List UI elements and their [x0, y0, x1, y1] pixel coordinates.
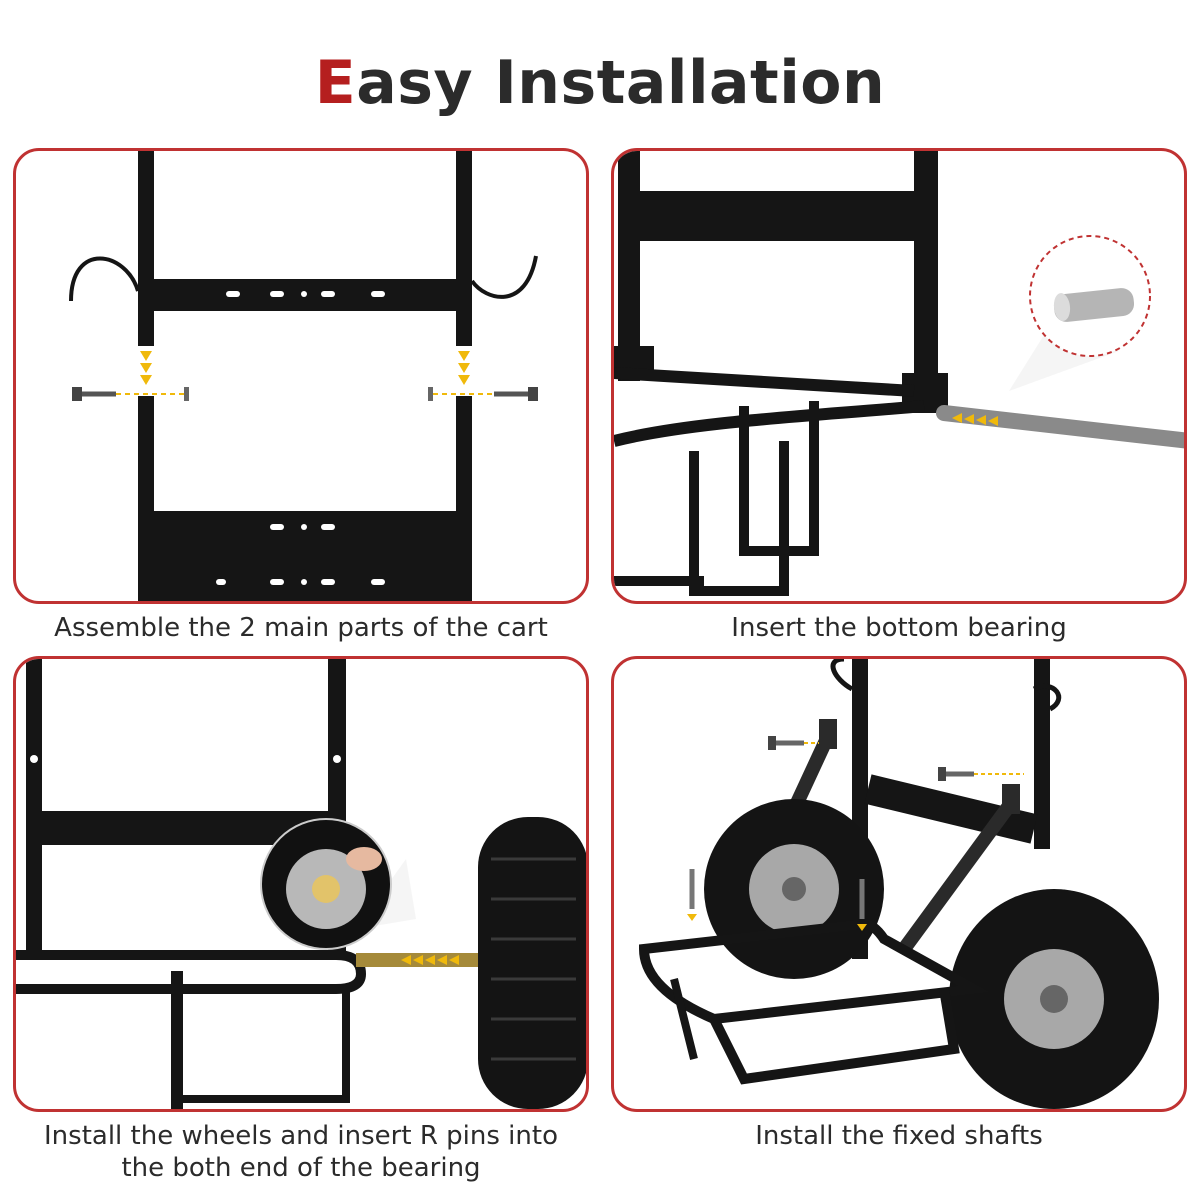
caption-line-2: the both end of the bearing [121, 1153, 481, 1183]
step-caption-wheels: Install the wheels and insert R pins int… [13, 1120, 589, 1184]
title-accent-letter: E [314, 48, 357, 118]
caption-line-1: Install the wheels and insert R pins int… [44, 1121, 558, 1151]
illustration-insert-bearing [614, 151, 1184, 596]
step-panel-wheels [13, 656, 589, 1112]
step-panel-bearing [611, 148, 1187, 604]
title-text: asy Installation [356, 48, 886, 118]
page-title: Easy Installation [0, 48, 1200, 118]
step-caption-bearing: Insert the bottom bearing [731, 613, 1067, 643]
step-caption-assemble: Assemble the 2 main parts of the cart [54, 613, 548, 643]
illustration-install-wheels [16, 659, 586, 1109]
illustration-assemble-frame [69, 151, 538, 601]
illustration-fixed-shafts [638, 659, 1159, 1109]
step-caption-shafts: Install the fixed shafts [755, 1121, 1043, 1151]
step-panel-shafts [611, 656, 1187, 1112]
step-panel-assemble [13, 148, 589, 604]
